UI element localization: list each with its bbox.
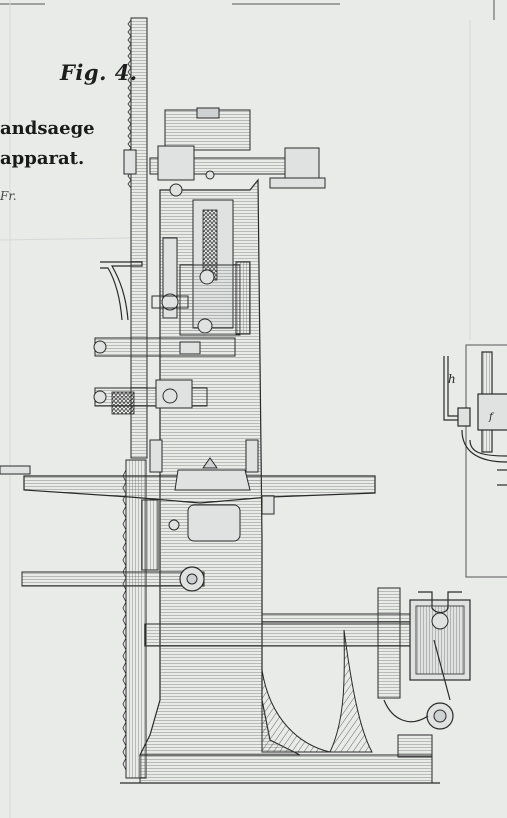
adjusting-screw-carriage <box>151 199 251 336</box>
part-label-h: h <box>448 372 456 386</box>
saw-table <box>0 439 376 515</box>
lower-mechanism <box>21 499 241 592</box>
plate-subtitle: Fr. <box>0 189 17 203</box>
part-label-f: f <box>489 412 493 423</box>
pulley-frame <box>261 587 471 758</box>
figure-label: Fig. 4. <box>60 60 138 85</box>
plate-border <box>0 0 507 578</box>
upper-guide-assembly <box>123 145 326 197</box>
guide-rods <box>93 337 236 415</box>
side-detail-figure <box>443 351 507 486</box>
machine-base <box>120 754 440 784</box>
plate-title-line1: andsaege <box>0 118 95 139</box>
paper-fold-lines <box>0 0 471 818</box>
plate-title-line2: apparat. <box>0 148 85 169</box>
blade-guide-bracket <box>100 261 143 321</box>
